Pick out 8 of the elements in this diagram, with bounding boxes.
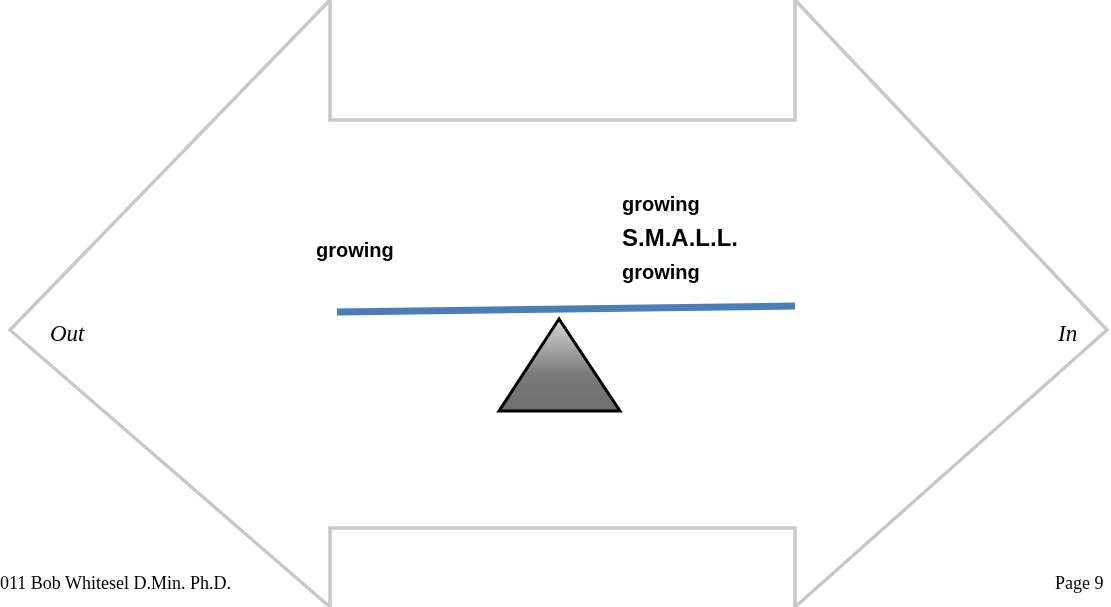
acronym-label: S.M.A.L.L.: [622, 226, 738, 250]
direction-label: In: [1058, 322, 1078, 345]
footer-text: 011 Bob Whitesel D.Min. Ph.D.: [0, 574, 231, 592]
word-label: growing: [622, 262, 700, 282]
word-label: growing: [316, 240, 394, 260]
word-label: growing: [622, 194, 700, 214]
direction-label: Out: [50, 322, 85, 345]
page-number: Page 9: [1055, 574, 1104, 592]
